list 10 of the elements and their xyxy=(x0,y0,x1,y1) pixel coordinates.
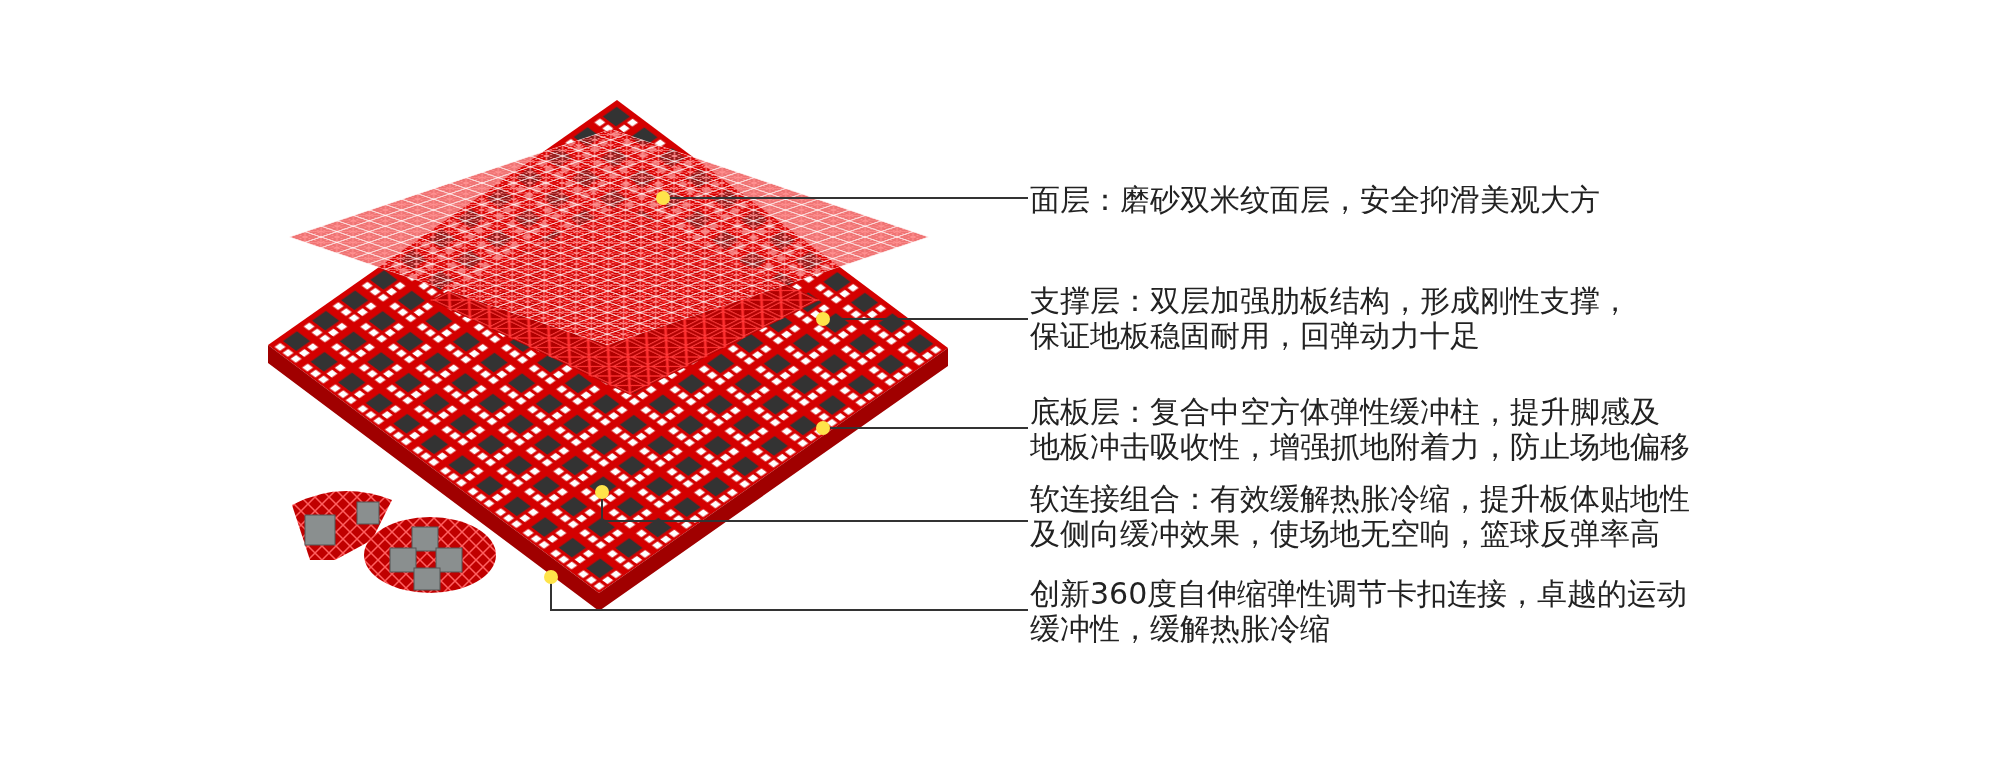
leader-line xyxy=(544,570,1029,611)
leader-line xyxy=(816,312,1029,326)
callout-text: 支撑层：双层加强肋板结构，形成刚性支撑，保证地板稳固耐用，回弹动力十足 xyxy=(1030,283,1630,353)
callout-text: 软连接组合：有效缓解热胀冷缩，提升板体贴地性及侧向缓冲效果，使场地无空响，篮球反弹率高 xyxy=(1030,481,1690,551)
leader-line xyxy=(816,421,1029,435)
callout-text: 创新360度自伸缩弹性调节卡扣连接，卓越的运动缓冲性，缓解热胀冷缩 xyxy=(1030,576,1688,646)
leader-line xyxy=(656,191,1029,205)
callout-text: 面层：磨砂双米纹面层，安全抑滑美观大方 xyxy=(1030,182,1600,217)
leader-line xyxy=(595,485,1029,522)
callout-text: 底板层：复合中空方体弹性缓冲柱，提升脚感及地板冲击吸收性，增强抓地附着力，防止场地偏移 xyxy=(1030,394,1690,464)
